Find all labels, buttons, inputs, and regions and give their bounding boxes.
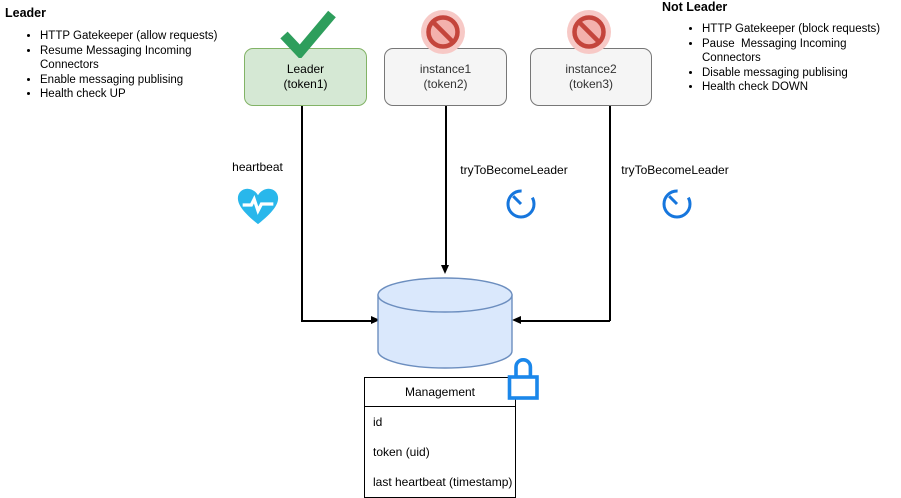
arrowhead-instance2-to-db	[512, 316, 521, 324]
not-leader-note-item: Pause Messaging Incoming Connectors	[702, 37, 901, 66]
instance2-node: instance2 (token3)	[530, 48, 652, 106]
management-table-row: last heartbeat (timestamp)	[373, 475, 513, 489]
check-icon	[280, 10, 336, 58]
heartbeat-icon	[237, 188, 279, 225]
leader-note-item: HTTP Gatekeeper (allow requests)	[40, 29, 235, 44]
leader-notes-panel: Leader	[5, 6, 46, 20]
instance2-node-title: instance2	[565, 62, 617, 76]
leader-node: Leader (token1)	[244, 48, 367, 106]
not-leader-note-item: Health check DOWN	[702, 80, 901, 95]
not-leader-notes-panel: Not Leader	[662, 0, 727, 14]
timer-icon	[662, 189, 692, 219]
not-leader-notes-list: HTTP Gatekeeper (block requests)Pause Me…	[684, 22, 901, 95]
database-cylinder-icon	[377, 277, 513, 369]
instance1-node-subtitle: (token2)	[423, 77, 468, 91]
leader-node-subtitle: (token1)	[283, 77, 328, 91]
connector-leader-horizontal	[301, 320, 372, 322]
leader-node-title: Leader	[286, 62, 325, 76]
instance2-node-subtitle: (token3)	[568, 77, 614, 91]
no-entry-icon	[567, 10, 611, 54]
arrowhead-instance1-to-db	[441, 265, 449, 274]
try-to-become-leader-label: tryToBecomeLeader	[460, 163, 568, 177]
leader-notes-heading: Leader	[5, 6, 46, 20]
management-table-row: token (uid)	[373, 445, 430, 459]
connector-instance2-vertical	[609, 106, 611, 321]
heartbeat-label: heartbeat	[232, 160, 283, 174]
try-to-become-leader-label: tryToBecomeLeader	[621, 163, 729, 177]
connector-instance1-vertical	[445, 106, 447, 266]
no-entry-icon	[421, 10, 465, 54]
not-leader-notes-heading: Not Leader	[662, 0, 728, 14]
not-leader-note-item: HTTP Gatekeeper (block requests)	[702, 22, 901, 37]
instance1-node-title: instance1	[419, 62, 472, 76]
not-leader-note-item: Disable messaging publising	[702, 66, 901, 81]
lock-icon	[507, 358, 539, 400]
management-table: Management id token (uid) last heartbeat (…	[364, 377, 516, 498]
instance1-node: instance1 (token2)	[384, 48, 507, 106]
management-table-header: Management	[365, 378, 515, 407]
leader-notes-list: HTTP Gatekeeper (allow requests)Resume M…	[22, 29, 235, 102]
leader-note-item: Resume Messaging Incoming Connectors	[40, 44, 235, 73]
timer-icon	[506, 189, 536, 219]
connector-instance2-horizontal	[520, 320, 610, 322]
leader-note-item: Enable messaging publising	[40, 73, 235, 88]
management-table-rows: id token (uid) last heartbeat (timestamp)	[365, 407, 515, 497]
connector-leader-vertical	[301, 106, 303, 321]
leader-note-item: Health check UP	[40, 87, 235, 102]
management-table-row: id	[373, 415, 383, 429]
arrowhead-leader-to-db	[371, 316, 380, 324]
